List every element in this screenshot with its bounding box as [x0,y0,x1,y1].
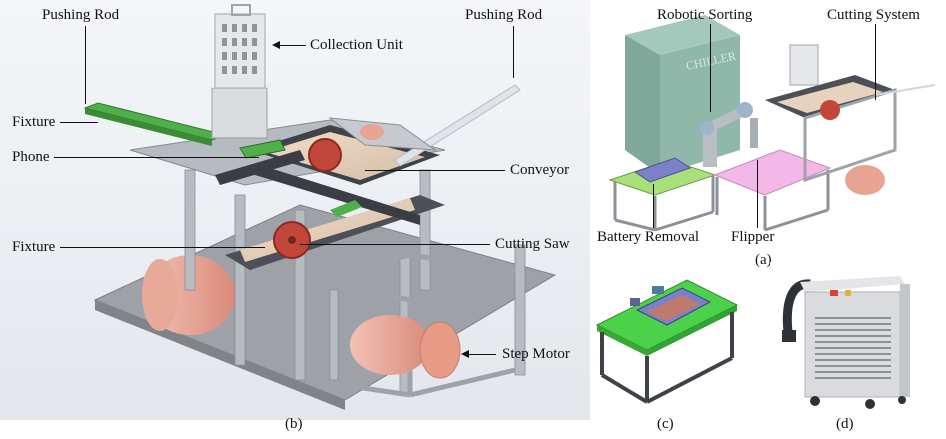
line-overview-render: CHILLER [595,0,946,248]
panel-a: CHILLER Robotic Sorting Cutting System [595,0,946,248]
battery-removal-render [592,270,740,410]
leader-flipper [757,160,759,228]
leader-step-motor [468,354,496,356]
leader-fixture-top [60,122,98,124]
arrow-step-motor [461,350,469,358]
caption-c: (c) [657,416,674,432]
chiller-cabinet [660,35,740,175]
panel-c [592,270,740,410]
label-pushing-rod-right: Pushing Rod [465,7,543,23]
leader-pushing-rod-right [513,26,515,78]
panel-d [770,262,920,412]
label-step-motor: Step Motor [502,346,570,362]
chiller-photo [770,262,920,412]
label-fixture-bottom: Fixture [12,239,56,255]
caption-d: (d) [836,416,854,432]
cutting-system-render [0,0,590,420]
panel-b: Pushing Rod Pushing Rod Collection Unit … [0,0,590,420]
label-cutting-system: Cutting System [827,7,920,23]
label-collection-unit: Collection Unit [310,37,403,53]
chiller-unit [804,291,901,398]
caption-b: (b) [285,416,303,432]
label-phone: Phone [12,149,50,165]
label-conveyor: Conveyor [510,162,570,178]
caption-a: (a) [755,252,772,268]
label-robotic-sorting: Robotic Sorting [657,7,753,23]
leader-collection-unit [278,45,306,47]
label-fixture-top: Fixture [12,114,56,130]
leader-pushing-rod-left [85,26,87,104]
leader-conveyor [365,170,505,172]
leader-phone [54,157,259,159]
conveyor-belt [265,132,425,180]
leader-cutting-system [875,24,877,100]
label-battery-removal: Battery Removal [597,229,700,245]
label-cutting-saw: Cutting Saw [495,236,570,252]
leader-battery-removal [653,184,655,228]
step-motor [350,315,430,375]
leader-robotic-sorting [710,24,712,112]
leader-fixture-bottom [60,247,265,249]
flipper-table [713,149,832,196]
leader-cutting-saw [300,244,490,246]
label-pushing-rod-left: Pushing Rod [42,7,120,23]
phone-body [239,139,286,159]
arrow-collection-unit [272,41,280,49]
label-flipper: Flipper [731,229,775,245]
